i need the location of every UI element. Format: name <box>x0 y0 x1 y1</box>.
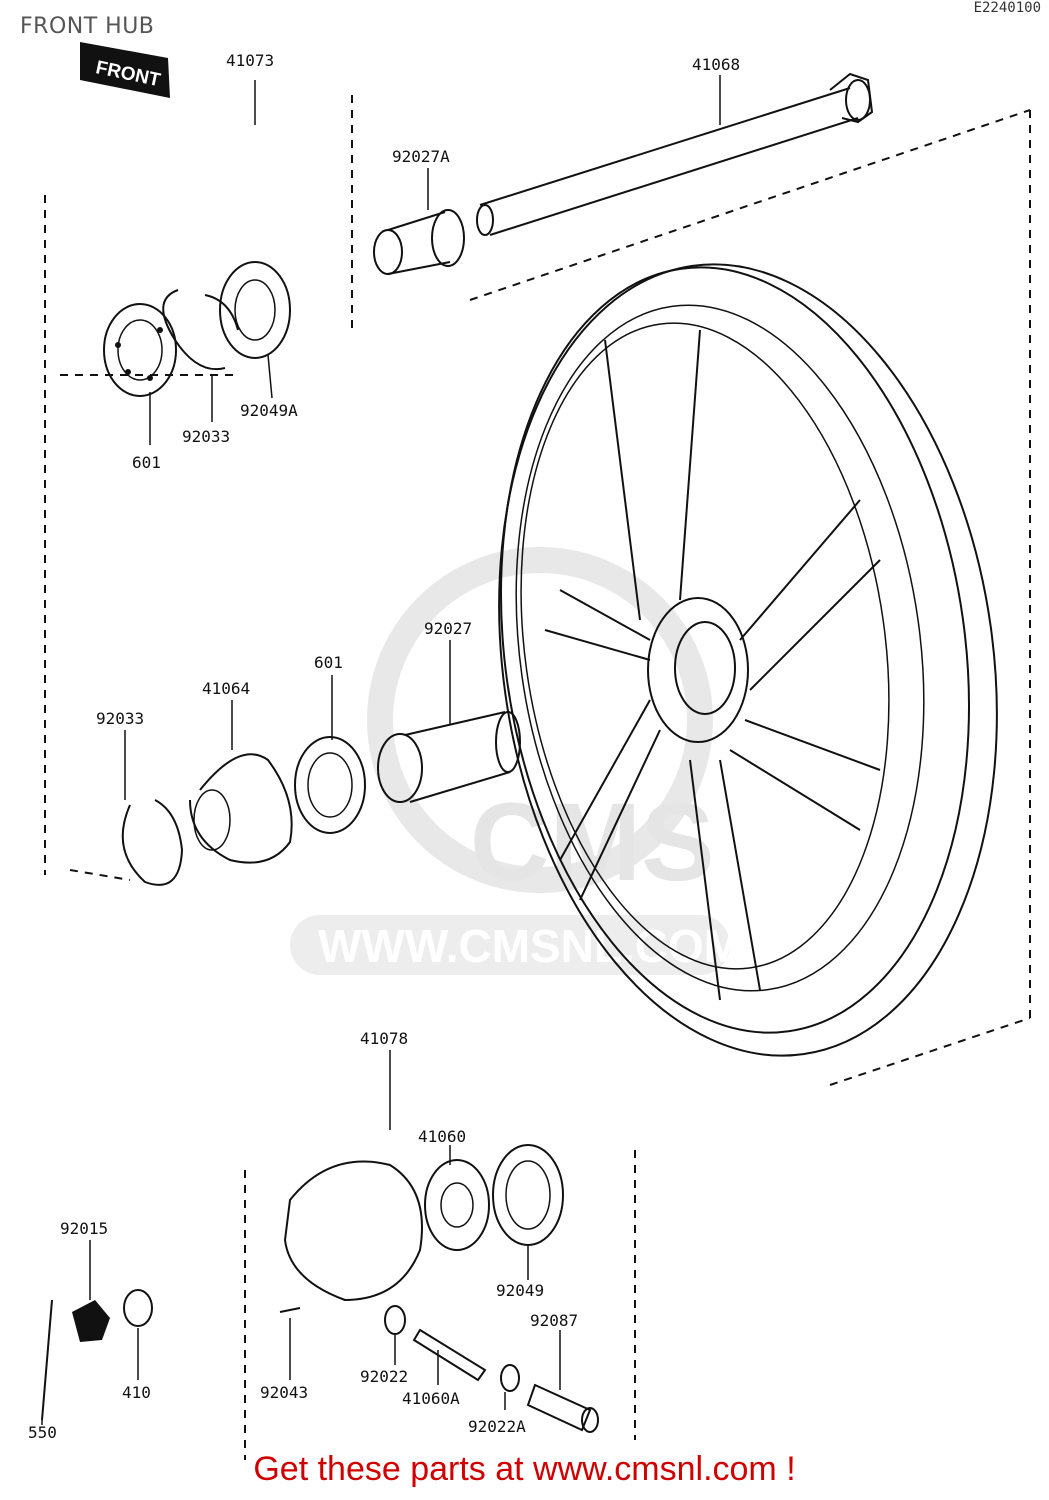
screw-550 <box>41 1299 53 1421</box>
gear-41060 <box>424 1159 490 1251</box>
label-601-upper: 601 <box>132 453 161 472</box>
label-41060: 41060 <box>418 1127 466 1146</box>
shaft-41060A <box>412 1328 487 1382</box>
label-92027A: 92027A <box>392 147 450 166</box>
label-92027: 92027 <box>424 619 472 638</box>
label-41060A: 41060A <box>402 1389 460 1408</box>
label-92022A: 92022A <box>468 1417 526 1436</box>
collar-92087 <box>526 1383 599 1433</box>
bearing-601-upper <box>103 303 177 397</box>
page-title: FRONT HUB <box>20 14 155 39</box>
circlip-92033-lower <box>121 799 184 886</box>
washer-92022A <box>500 1364 520 1392</box>
watermark-logo: CMS WWW.CMSNL.COM <box>290 547 742 975</box>
washer-410 <box>123 1289 153 1327</box>
label-92087: 92087 <box>530 1311 578 1330</box>
axle-41068 <box>476 72 874 236</box>
collar-92027A <box>373 209 465 275</box>
collar-92027 <box>377 711 521 803</box>
bearing-601-lower <box>294 736 366 834</box>
front-direction-tag: FRONT <box>80 42 170 98</box>
label-92049: 92049 <box>496 1281 544 1300</box>
label-41068: 41068 <box>692 55 740 74</box>
leader-lines <box>41 75 721 1425</box>
label-92049A: 92049A <box>240 401 298 420</box>
circlip-92033-upper <box>162 289 239 371</box>
diagram-code: E2240100 <box>973 0 1041 16</box>
washer-92022 <box>384 1305 406 1335</box>
seal-92049A <box>219 261 291 359</box>
label-92043: 92043 <box>260 1383 308 1402</box>
label-41078: 41078 <box>360 1029 408 1048</box>
nut-92015 <box>72 1300 110 1342</box>
label-601-lower: 601 <box>314 653 343 672</box>
hub-41064 <box>189 753 293 864</box>
label-92015: 92015 <box>60 1219 108 1238</box>
dashed-guide-lines <box>44 95 1031 1460</box>
label-92033-upper: 92033 <box>182 427 230 446</box>
seal-92049 <box>492 1144 564 1246</box>
hub-cover <box>283 1160 423 1302</box>
label-92022: 92022 <box>360 1367 408 1386</box>
label-41064: 41064 <box>202 679 250 698</box>
watermark-brand: CMS <box>470 781 714 904</box>
label-92033-lower: 92033 <box>96 709 144 728</box>
watermark-url: WWW.CMSNL.COM <box>318 920 742 972</box>
label-41073: 41073 <box>226 51 274 70</box>
label-410: 410 <box>122 1383 151 1402</box>
key-92043 <box>279 1307 301 1313</box>
promo-banner-link[interactable]: Get these parts at www.cmsnl.com ! <box>253 1450 796 1488</box>
cast-wheel <box>498 263 998 1057</box>
label-550: 550 <box>28 1423 57 1442</box>
part-labels: 41073 41068 92027A 601 92033 92049A 9202… <box>28 51 740 1442</box>
